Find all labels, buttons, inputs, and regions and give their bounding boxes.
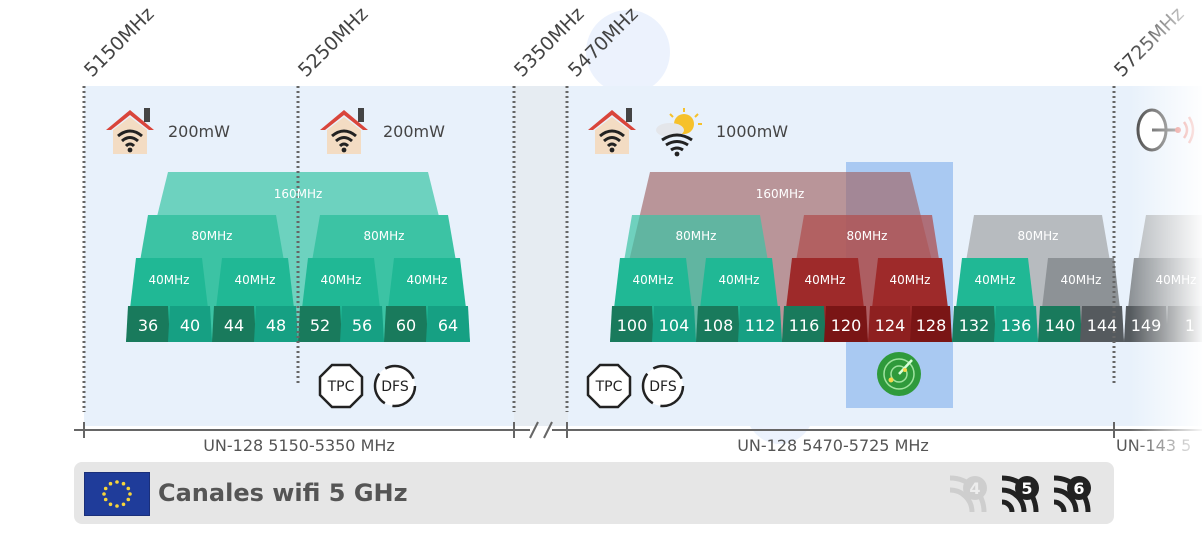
channel-number: 108 (703, 316, 734, 335)
power-label: 200mW (383, 122, 445, 141)
width-label-40: 40MHz (1061, 273, 1102, 287)
wifi-gen-number: 6 (1073, 479, 1084, 498)
width-label-80: 80MHz (1018, 229, 1059, 243)
channel-number: 44 (224, 316, 244, 335)
tpc-label: TPC (327, 379, 355, 395)
width-label-80: 80MHz (192, 229, 233, 243)
freq-marker-label: 5150MHz (80, 3, 159, 82)
channel-number: 56 (352, 316, 372, 335)
channel-number: 40 (180, 316, 200, 335)
tpc-badge: TPC (586, 363, 632, 409)
width-label-160: 160MHz (274, 187, 323, 201)
wifi-gen-number: 5 (1021, 479, 1032, 498)
channel-number: 112 (745, 316, 776, 335)
wifi-gen-number: 4 (969, 479, 980, 498)
dfs-badge: DFS (641, 364, 685, 408)
house-wifi-icon (320, 108, 368, 154)
footer-title: Canales wifi 5 GHz (158, 479, 408, 507)
channel-number: 104 (659, 316, 690, 335)
tpc-label: TPC (595, 379, 623, 395)
channel-number: 48 (266, 316, 286, 335)
channel-number: 144 (1087, 316, 1118, 335)
channel-number: 36 (138, 316, 158, 335)
width-label-40: 40MHz (890, 273, 931, 287)
band-gap (514, 86, 568, 426)
channel-number: 60 (396, 316, 416, 335)
channel-number: 124 (875, 316, 906, 335)
width-label-80: 80MHz (676, 229, 717, 243)
width-label-80: 80MHz (847, 229, 888, 243)
wifi-4-icon: 4 (949, 475, 987, 513)
house-wifi-icon (106, 108, 154, 154)
tpc-badge: TPC (318, 363, 364, 409)
dfs-badge: DFS (373, 364, 417, 408)
width-label-80: 80MHz (364, 229, 405, 243)
band-label: UN-128 5470-5725 MHz (737, 436, 929, 455)
width-label-40: 40MHz (805, 273, 846, 287)
width-label-40: 40MHz (235, 273, 276, 287)
band-axis (74, 421, 1202, 439)
channel-number: 136 (1001, 316, 1032, 335)
wifi-generation-badges: 4 5 6 (946, 470, 1106, 516)
width-label-40: 40MHz (975, 273, 1016, 287)
channel-number: 116 (789, 316, 820, 335)
right-fade-overlay (1130, 0, 1202, 536)
wifi-5-icon: 5 (1001, 475, 1039, 513)
width-label-40: 40MHz (321, 273, 362, 287)
radar-icon (877, 352, 921, 396)
channel-number: 120 (831, 316, 862, 335)
width-label-40: 40MHz (719, 273, 760, 287)
width-label-40: 40MHz (633, 273, 674, 287)
channel-number: 128 (916, 316, 947, 335)
dfs-label: DFS (381, 379, 409, 395)
channel-number: 100 (617, 316, 648, 335)
band-label: UN-128 5150-5350 MHz (203, 436, 395, 455)
dfs-label: DFS (649, 379, 677, 395)
channel-number: 64 (438, 316, 458, 335)
footer-bar: Canales wifi 5 GHz 4 5 6 (74, 462, 1114, 524)
outdoor-wifi-icon (656, 108, 702, 157)
width-label-160: 160MHz (756, 187, 805, 201)
eu-flag-icon (84, 472, 150, 516)
freq-marker-label: 5250MHz (294, 3, 373, 82)
house-wifi-icon (588, 108, 636, 154)
power-label: 200mW (168, 122, 230, 141)
width-label-40: 40MHz (407, 273, 448, 287)
power-label: 1000mW (716, 122, 788, 141)
width-label-40: 40MHz (149, 273, 190, 287)
wifi-6-icon: 6 (1053, 475, 1091, 513)
freq-marker-lines (82, 86, 1116, 412)
channel-number: 132 (959, 316, 990, 335)
channel-number: 52 (310, 316, 330, 335)
channel-number: 140 (1045, 316, 1076, 335)
